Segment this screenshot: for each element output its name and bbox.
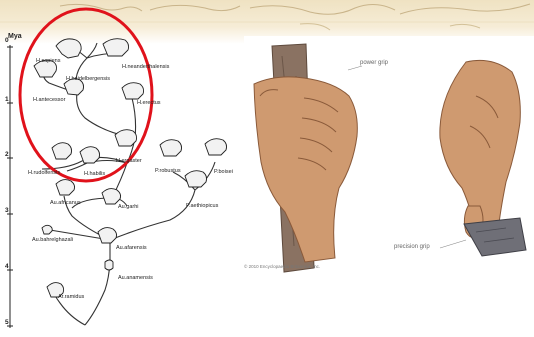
axis-title: Mya — [8, 33, 22, 40]
species-label: H.habilis — [84, 171, 105, 177]
species-label: H.erectus — [137, 100, 161, 106]
species-label: H.neanderthalensis — [122, 64, 169, 70]
species-label: P.boisei — [214, 169, 233, 175]
hominin-phylogeny: Mya 0 1 2 3 4 5 H.sapiens H.neanderthale… — [0, 0, 245, 337]
species-label: H.ergaster — [116, 158, 142, 164]
hands-drawing — [244, 36, 534, 337]
species-label: H.antecessor — [33, 97, 65, 103]
tick-label-2: 2 — [5, 151, 9, 158]
tick-label-3: 3 — [5, 207, 9, 214]
species-label: Au.garhi — [118, 204, 139, 210]
species-label: Au.africanus — [50, 200, 81, 206]
species-label: H.sapiens — [36, 58, 60, 64]
species-label: Au.anamensis — [118, 275, 153, 281]
species-label: Ar.ramidus — [58, 294, 84, 300]
species-label: Au.afarensis — [116, 245, 147, 251]
species-label: H.heidelbergensis — [66, 76, 110, 82]
species-label: Au.bahrelghazali — [32, 237, 73, 243]
power-grip-label: power grip — [360, 60, 388, 66]
species-label: P.robustus — [155, 168, 181, 174]
species-label: H.rudolfensis — [28, 170, 60, 176]
phylogeny-drawing — [0, 0, 245, 337]
tick-label-1: 1 — [5, 96, 9, 103]
copyright-notice: © 2010 Encyclopaedia Britannica, Inc. — [244, 264, 320, 269]
tick-label-4: 4 — [5, 263, 9, 270]
species-label: P.aethiopicus — [186, 203, 218, 209]
tick-label-5: 5 — [5, 319, 9, 326]
precision-grip-label: precision grip — [394, 244, 430, 250]
tick-label-0: 0 — [5, 37, 9, 44]
grip-illustration: power grip precision grip © 2010 Encyclo… — [244, 36, 534, 337]
